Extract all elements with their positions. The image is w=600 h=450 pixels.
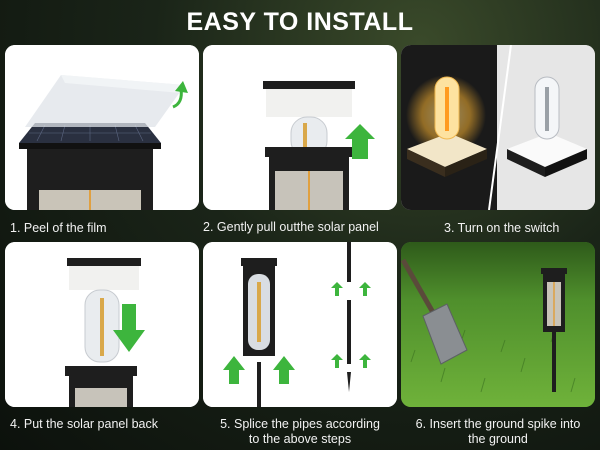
step-6-caption: 6. Insert the ground spike into the grou… [401,417,595,447]
step-1-image [5,45,199,210]
step-5-caption: 5. Splice the pipes according to the abo… [203,417,397,447]
step-4-caption: 4. Put the solar panel back [10,417,159,431]
step-4-image [5,242,199,407]
step-1-caption: 1. Peel of the film [10,221,107,235]
step-3-image [401,45,595,210]
step-5-image [203,242,397,407]
step-6-caption-line2: the ground [468,432,528,446]
step-5-caption-line2: to the above steps [248,432,352,446]
step-2-caption: 2. Gently pull outthe solar panel [203,220,379,234]
step-3-caption: 3. Turn on the switch [444,221,560,235]
page-title: EASY TO INSTALL [186,8,414,36]
step-5-caption-line1: 5. Splice the pipes according [220,417,380,431]
step-6-caption-line1: 6. Insert the ground spike into [415,417,581,431]
step-6-image [401,242,595,407]
step-2-image [203,45,397,210]
